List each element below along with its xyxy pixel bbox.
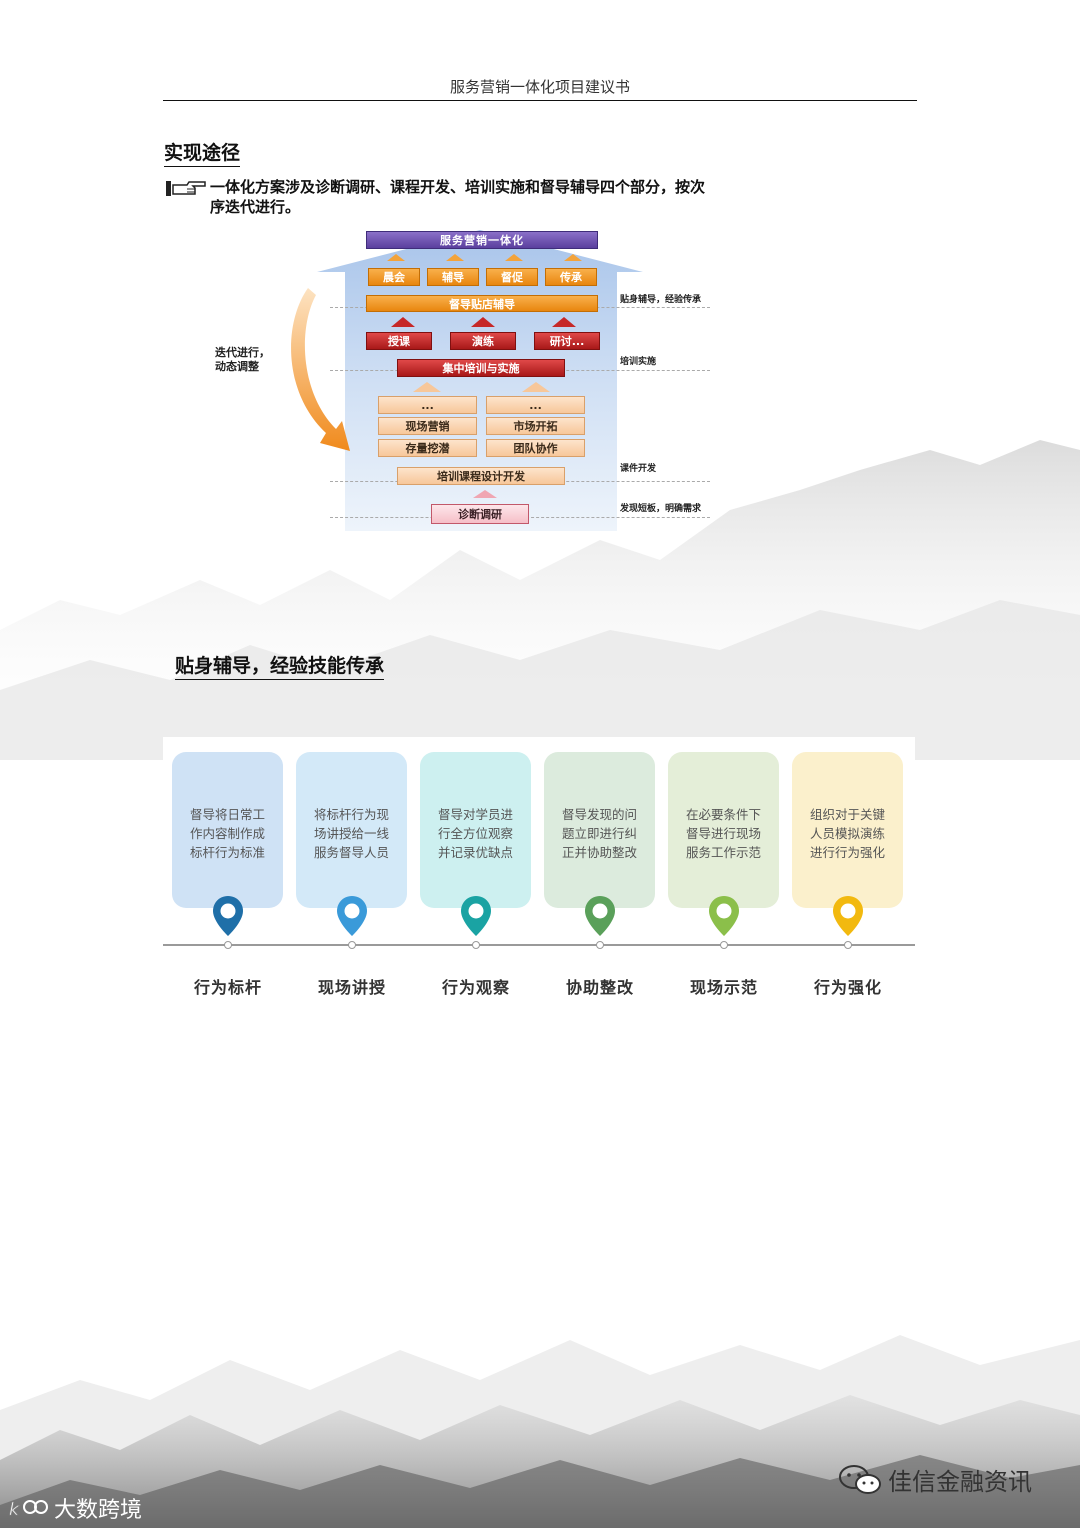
box-urge: 督促 — [486, 268, 538, 286]
box-course-design: 培训课程设计开发 — [397, 467, 565, 485]
step-card-line: 将标杆行为现 — [306, 805, 397, 824]
timeline-dot — [844, 941, 852, 949]
side-label-training: 培训实施 — [620, 354, 656, 367]
svg-text:k: k — [9, 1500, 20, 1520]
box-supervise-coaching: 督导贴店辅导 — [366, 295, 598, 312]
bullet-line-2: 序迭代进行。 — [210, 197, 770, 217]
watermark-right: 佳信金融资讯 — [838, 1462, 1032, 1497]
step-card-line: 场讲授给一线 — [306, 824, 397, 843]
timeline-dot — [720, 941, 728, 949]
side-label-coaching: 贴身辅导，经验传承 — [620, 292, 701, 305]
side-label-diagnose: 发现短板，明确需求 — [620, 501, 701, 514]
box-guidance: 辅导 — [427, 268, 479, 286]
box-onsite-marketing: 现场营销 — [378, 417, 477, 435]
pointing-hand-icon — [165, 179, 207, 197]
step-card: 督导将日常工 作内容制作成 标杆行为标准 — [172, 752, 283, 908]
up-arrow-icon — [552, 317, 576, 327]
step-card-line: 题立即进行纠 — [554, 824, 645, 843]
step-card-line: 人员模拟演练 — [802, 824, 893, 843]
up-arrow-icon — [564, 254, 582, 261]
bullet-line-1: 一体化方案涉及诊断调研、课程开发、培训实施和督导辅导四个部分，按次 — [210, 177, 770, 197]
step-card-line: 督导发现的问 — [554, 805, 645, 824]
step-label: 行为观察 — [414, 974, 538, 998]
box-right-ellipsis: ... — [486, 396, 585, 414]
watermark-right-text: 佳信金融资讯 — [888, 1462, 1032, 1497]
integration-diagram: 迭代进行， 动态调整 贴身辅导，经验传承 培训实施 课件开发 发现短板，明确需求… — [200, 228, 730, 533]
timeline-dot — [596, 941, 604, 949]
step-card-line: 督导将日常工 — [182, 805, 273, 824]
location-pin-icon — [708, 895, 740, 937]
step-card-line: 督导进行现场 — [678, 824, 769, 843]
section-title-path: 实现途径 — [164, 138, 240, 167]
section-title-coaching: 贴身辅导，经验技能传承 — [175, 651, 384, 680]
box-market-expansion: 市场开拓 — [486, 417, 585, 435]
step-card-line: 标杆行为标准 — [182, 843, 273, 862]
up-arrow-icon — [413, 382, 441, 392]
step-card-line: 进行行为强化 — [802, 843, 893, 862]
location-pin-icon — [832, 895, 864, 937]
step-card: 将标杆行为现 场讲授给一线 服务督导人员 — [296, 752, 407, 908]
up-arrow-icon — [471, 317, 495, 327]
timeline-line — [163, 944, 915, 946]
side-label-courseware: 课件开发 — [620, 461, 656, 474]
box-teamwork: 团队协作 — [486, 439, 585, 457]
iterate-label-line-2: 动态调整 — [215, 358, 259, 374]
step-label: 行为强化 — [786, 974, 910, 998]
step-card: 组织对于关键 人员模拟演练 进行行为强化 — [792, 752, 903, 908]
logo-icon: k — [8, 1495, 50, 1521]
up-arrow-icon — [473, 490, 497, 498]
box-morning-meeting: 晨会 — [368, 268, 420, 286]
box-inherit: 传承 — [545, 268, 597, 286]
step-card-line: 作内容制作成 — [182, 824, 273, 843]
document-header: 服务营销一体化项目建议书 — [163, 76, 917, 97]
timeline-dot — [224, 941, 232, 949]
box-drill: 演练 — [450, 332, 516, 350]
box-discussion: 研讨... — [534, 332, 600, 350]
location-pin-icon — [336, 895, 368, 937]
box-diagnose-research: 诊断调研 — [431, 504, 529, 524]
up-arrow-icon — [446, 254, 464, 261]
header-rule — [163, 100, 917, 101]
step-card-line: 督导对学员进 — [430, 805, 521, 824]
step-card: 督导发现的问 题立即进行纠 正并协助整改 — [544, 752, 655, 908]
step-label: 现场示范 — [662, 974, 786, 998]
step-card-line: 行全方位观察 — [430, 824, 521, 843]
wechat-icon — [838, 1464, 882, 1496]
location-pin-icon — [584, 895, 616, 937]
step-label: 行为标杆 — [166, 974, 290, 998]
up-arrow-icon — [391, 317, 415, 327]
step-card: 在必要条件下 督导进行现场 服务工作示范 — [668, 752, 779, 908]
step-card: 督导对学员进 行全方位观察 并记录优缺点 — [420, 752, 531, 908]
box-stock-mining: 存量挖潜 — [378, 439, 477, 457]
location-pin-icon — [460, 895, 492, 937]
box-left-ellipsis: ... — [378, 396, 477, 414]
step-label: 协助整改 — [538, 974, 662, 998]
step-label: 现场讲授 — [290, 974, 414, 998]
step-card-line: 正并协助整改 — [554, 843, 645, 862]
box-lecture: 授课 — [366, 332, 432, 350]
step-card-line: 服务工作示范 — [678, 843, 769, 862]
timeline-dot — [348, 941, 356, 949]
timeline-dot — [472, 941, 480, 949]
step-card-line: 组织对于关键 — [802, 805, 893, 824]
watermark-left: k 大数跨境 — [8, 1492, 142, 1524]
step-card-line: 在必要条件下 — [678, 805, 769, 824]
up-arrow-icon — [387, 254, 405, 261]
up-arrow-icon — [505, 254, 523, 261]
up-arrow-icon — [522, 382, 550, 392]
step-card-line: 服务督导人员 — [306, 843, 397, 862]
bullet-paragraph: 一体化方案涉及诊断调研、课程开发、培训实施和督导辅导四个部分，按次 序迭代进行。 — [210, 177, 770, 217]
location-pin-icon — [212, 895, 244, 937]
top-bar-integration: 服务营销一体化 — [366, 231, 598, 249]
step-card-line: 并记录优缺点 — [430, 843, 521, 862]
box-centralized-training: 集中培训与实施 — [397, 359, 565, 377]
watermark-left-text: 大数跨境 — [54, 1492, 142, 1524]
